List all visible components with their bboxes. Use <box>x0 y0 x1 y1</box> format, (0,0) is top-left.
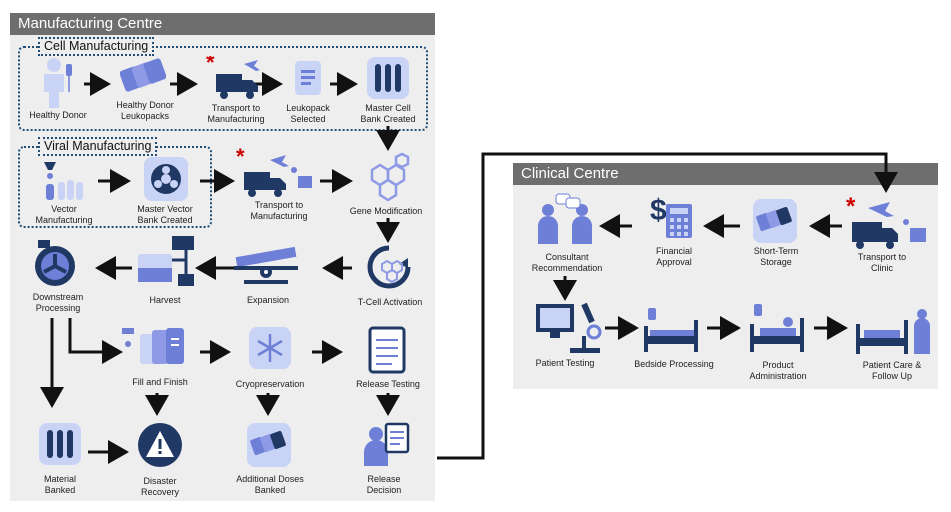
patient-testing-microscope-icon <box>536 302 602 353</box>
vector-manufacturing-icon <box>44 162 83 200</box>
label-tcell-activation: T-Cell Activation <box>357 297 423 307</box>
warning-icon <box>138 423 182 467</box>
manufacturing-centre-header: Manufacturing Centre <box>10 13 435 35</box>
label-expansion: Expansion <box>246 295 290 305</box>
label-cryopreservation: Cryopreservation <box>235 379 305 389</box>
expansion-icon <box>234 246 298 284</box>
cell-manufacturing-title: Cell Manufacturing <box>38 37 155 56</box>
label-patient-care: Patient Care &Follow Up <box>862 360 922 381</box>
label-release-testing: Release Testing <box>356 379 420 389</box>
label-harvest: Harvest <box>149 295 181 305</box>
viral-manufacturing-title: Viral Manufacturing <box>38 137 158 156</box>
label-healthy-donor: Healthy Donor <box>29 110 87 121</box>
label-fill-finish: Fill and Finish <box>132 377 188 387</box>
consultant-icon <box>538 193 592 244</box>
product-administration-icon <box>750 304 804 352</box>
additional-doses-icon <box>247 423 291 467</box>
label-bedside-processing: Bedside Processing <box>634 359 714 369</box>
release-testing-checklist-icon <box>368 326 406 374</box>
release-decision-icon <box>364 422 410 466</box>
svg-text:*: * <box>206 56 215 75</box>
financial-approval-icon: $ <box>650 194 692 238</box>
material-banked-icon <box>39 423 81 465</box>
label-patient-testing: Patient Testing <box>535 358 595 368</box>
clinical-centre-header: Clinical Centre <box>513 163 938 185</box>
snowflake-icon <box>249 327 291 369</box>
gene-modification-icon <box>370 152 410 202</box>
leukopack-selected-icon <box>295 61 321 95</box>
svg-text:*: * <box>236 148 245 169</box>
patient-care-icon <box>856 309 930 354</box>
harvest-icon <box>138 236 194 286</box>
svg-text:$: $ <box>650 194 667 227</box>
fill-finish-icon <box>122 328 184 364</box>
tcell-activation-icon <box>367 245 411 289</box>
label-healthy-donor-line: Healthy Donor <box>29 110 87 120</box>
svg-text:*: * <box>846 196 856 220</box>
transport-truck-icon: * <box>206 56 260 99</box>
master-cell-bank-icon <box>367 57 409 99</box>
healthy-donor-icon <box>44 58 72 108</box>
label-gene-modification: Gene Modification <box>349 206 423 216</box>
transport-clinic-icon: * <box>846 196 926 249</box>
short-term-storage-icon <box>753 199 797 243</box>
downstream-processing-icon <box>35 240 75 286</box>
transport-truck-icon: * <box>236 148 312 197</box>
biohazard-icon <box>144 157 188 201</box>
bedside-processing-icon <box>644 308 698 352</box>
cell-manufacturing-section <box>18 46 428 131</box>
leukopacks-icon <box>120 58 166 92</box>
